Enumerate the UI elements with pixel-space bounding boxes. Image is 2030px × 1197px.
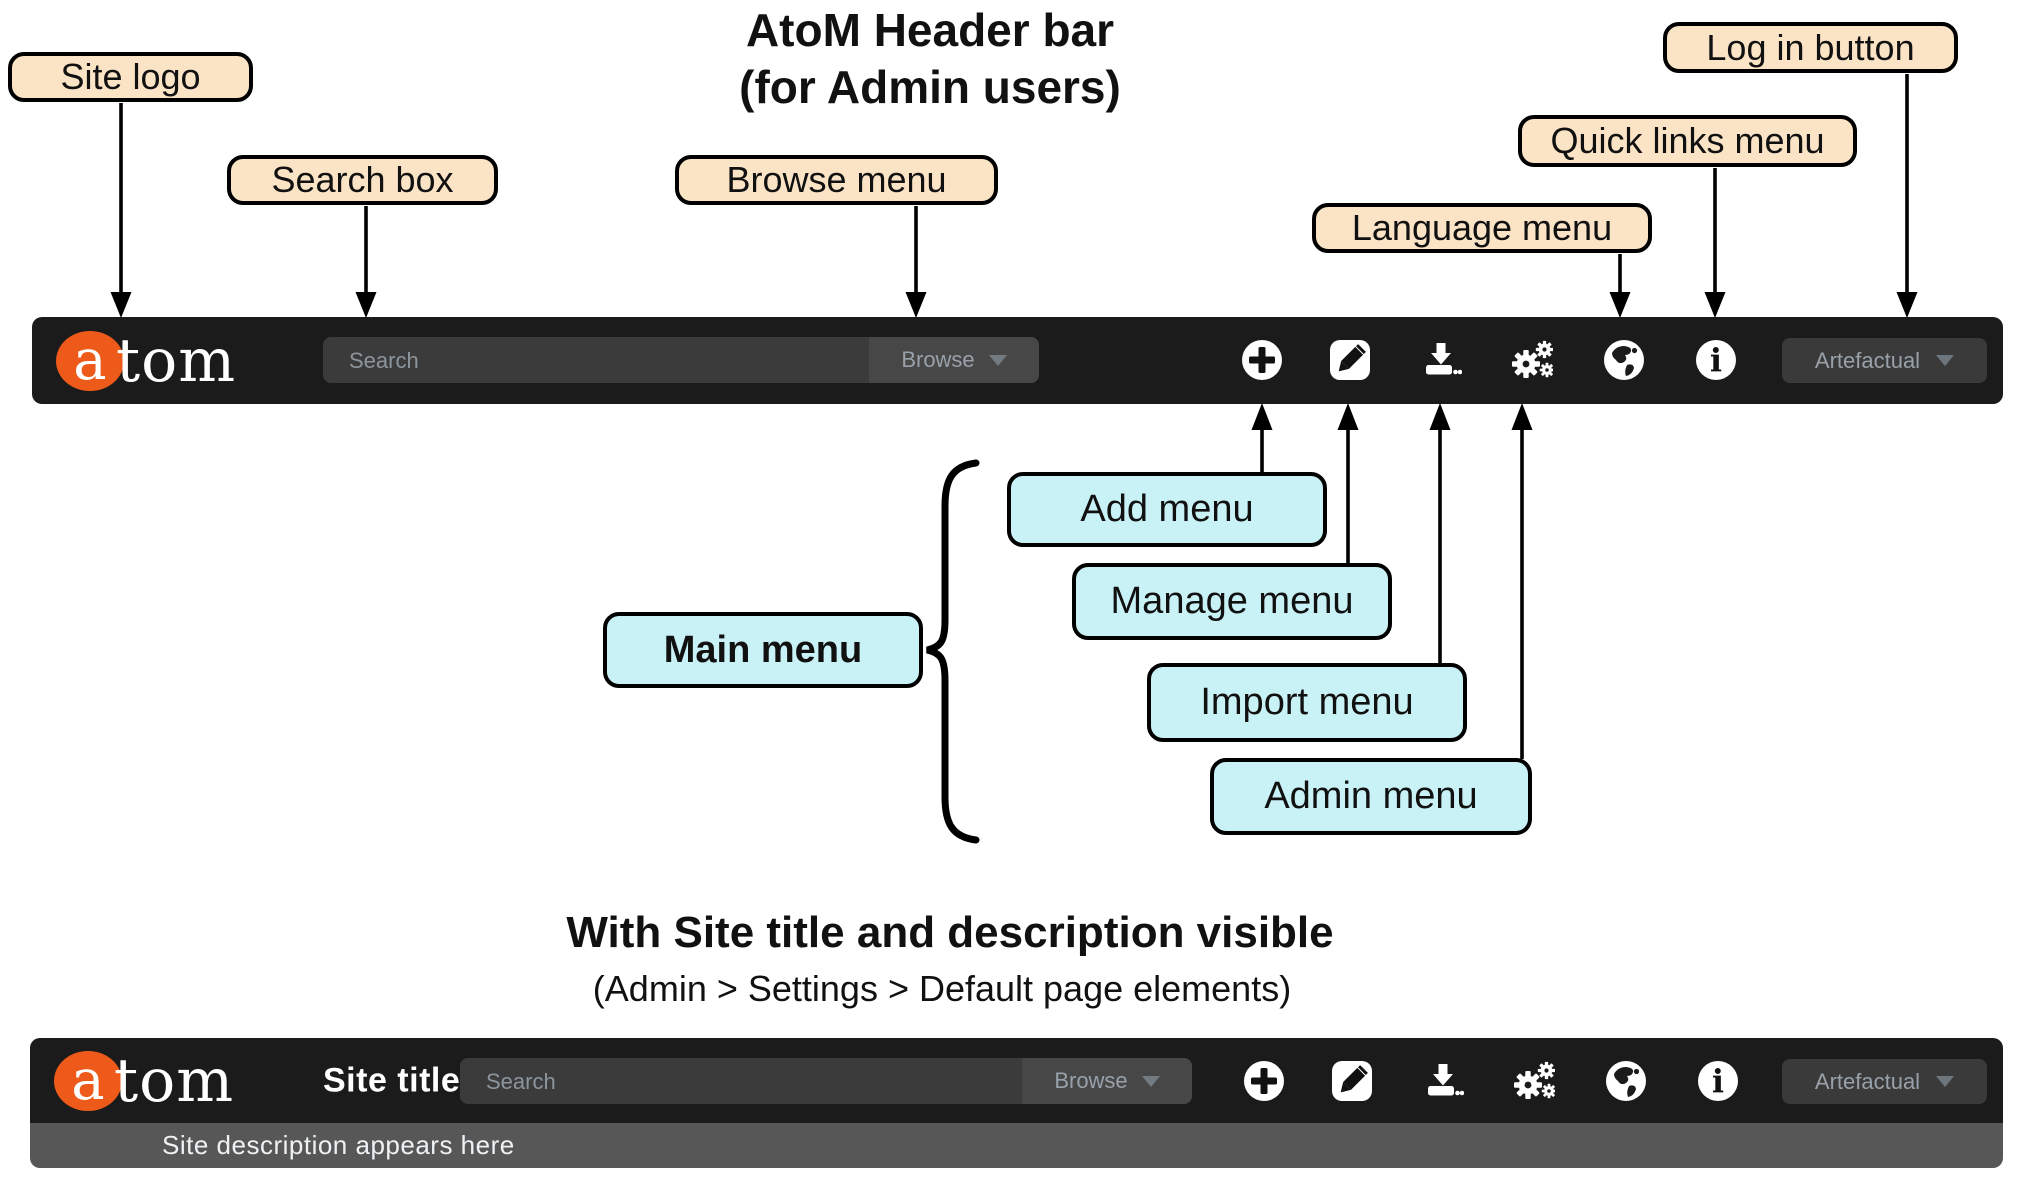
log-in-user-menu-button[interactable]: Artefactual [1782, 1059, 1987, 1104]
language-menu-button[interactable] [1602, 338, 1646, 382]
user-menu-label: Artefactual [1814, 1068, 1921, 1094]
import-icon [1426, 343, 1462, 375]
logo-a-badge: a [56, 330, 124, 391]
quick-links-menu-button[interactable] [1696, 1059, 1740, 1103]
site-logo[interactable]: a tom [56, 326, 236, 396]
search-input[interactable] [347, 337, 831, 385]
add-menu-button[interactable] [1242, 1059, 1286, 1103]
chevron-down-icon [988, 354, 1007, 366]
atom-header-bar-with-site-title: a tom Site title Browse [30, 1038, 2003, 1123]
info-icon [1698, 1061, 1738, 1101]
callout-log-in-button: Log in button [1663, 22, 1958, 73]
diagram-title-line1: AtoM Header bar [745, 4, 1115, 56]
logo-a-badge: a [54, 1050, 122, 1111]
search-box: Browse [323, 337, 1039, 385]
edit-icon [1332, 1061, 1372, 1101]
globe-icon [1604, 340, 1644, 380]
manage-menu-button[interactable] [1330, 1059, 1374, 1103]
browse-menu-button[interactable]: Browse [869, 337, 1039, 383]
search-input[interactable] [484, 1058, 968, 1106]
log-in-user-menu-button[interactable]: Artefactual [1782, 338, 1987, 383]
curly-brace [926, 459, 980, 844]
add-menu-button[interactable] [1240, 338, 1284, 382]
callout-import-menu: Import menu [1147, 663, 1467, 742]
callout-browse-menu: Browse menu [675, 155, 998, 205]
add-icon [1242, 340, 1282, 380]
diagram-title-line2: (for Admin users) [739, 61, 1121, 113]
callout-search-box: Search box [227, 155, 498, 205]
add-icon [1244, 1061, 1284, 1101]
logo-text: tom [116, 325, 237, 396]
callout-add-menu: Add menu [1007, 472, 1327, 547]
quick-links-menu-button[interactable] [1694, 338, 1738, 382]
diagram-title: AtoM Header bar (for Admin users) [739, 2, 1121, 116]
language-menu-button[interactable] [1604, 1059, 1648, 1103]
section2-subtitle: (Admin > Settings > Default page element… [592, 968, 1292, 1009]
edit-icon [1330, 340, 1370, 380]
site-description-bar: Site description appears here [30, 1123, 2003, 1168]
browse-menu-button[interactable]: Browse [1022, 1058, 1192, 1104]
search-box: Browse [460, 1058, 1192, 1106]
admin-menu-button[interactable] [1512, 1059, 1556, 1103]
browse-label: Browse [901, 347, 975, 372]
logo-text: tom [114, 1045, 235, 1116]
chevron-down-icon [1141, 1075, 1160, 1087]
callout-site-logo: Site logo [8, 52, 253, 102]
callout-manage-menu: Manage menu [1072, 563, 1392, 640]
admin-menu-button[interactable] [1510, 338, 1554, 382]
globe-icon [1606, 1061, 1646, 1101]
callout-language-menu: Language menu [1312, 203, 1652, 253]
info-icon [1696, 340, 1736, 380]
atom-header-bar-admin: a tom Browse Artefactual [32, 317, 2003, 404]
callout-quick-links-menu: Quick links menu [1518, 115, 1857, 167]
callout-main-menu: Main menu [603, 612, 923, 688]
admin-gears-icon [1511, 339, 1553, 381]
chevron-down-icon [1936, 355, 1955, 366]
callout-admin-menu: Admin menu [1210, 758, 1532, 835]
admin-gears-icon [1513, 1060, 1555, 1102]
import-icon [1428, 1064, 1464, 1096]
manage-menu-button[interactable] [1328, 338, 1372, 382]
user-menu-label: Artefactual [1814, 347, 1921, 373]
browse-label: Browse [1054, 1068, 1128, 1093]
section2-title: With Site title and description visible [566, 908, 1334, 957]
site-description: Site description appears here [162, 1130, 515, 1160]
site-title[interactable]: Site title [323, 1061, 461, 1099]
import-menu-button[interactable] [1421, 1059, 1465, 1103]
chevron-down-icon [1936, 1076, 1955, 1087]
site-logo[interactable]: a tom [54, 1046, 234, 1116]
import-menu-button[interactable] [1419, 338, 1463, 382]
